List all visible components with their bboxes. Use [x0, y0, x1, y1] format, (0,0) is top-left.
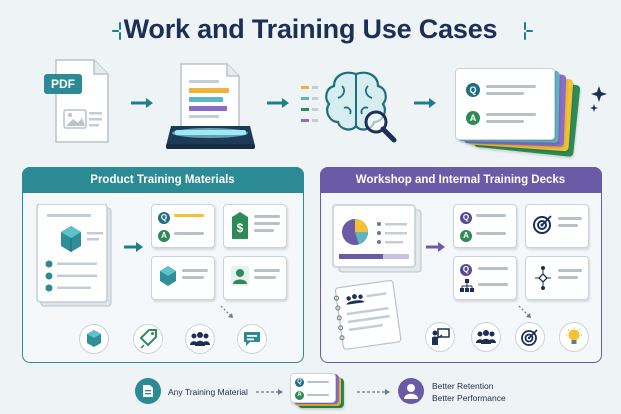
document-icon	[55, 59, 109, 143]
pdf-document: PDF	[42, 58, 110, 144]
answer-badge: A	[460, 230, 472, 242]
presentation-slide-icon	[332, 204, 422, 273]
arrow-down-right-icon	[518, 305, 531, 318]
answer-badge: A	[466, 111, 480, 125]
arrow-right-icon	[131, 98, 153, 108]
arrow-right-icon	[414, 98, 436, 108]
sparkle-icon	[590, 86, 607, 112]
workshop-training-panel: Workshop and Internal Training Decks	[319, 166, 602, 363]
org-chart-card: Q	[453, 256, 517, 300]
source-icon-circle	[135, 378, 161, 404]
dashed-arrow-icon	[256, 389, 283, 395]
sparkle-left-icon	[112, 22, 121, 40]
arrow-right-icon	[267, 98, 289, 108]
flowchart-icon	[535, 266, 551, 290]
slide-deck	[331, 204, 423, 274]
product-training-panel: Product Training Materials Q A	[21, 166, 304, 363]
goal-icon-circle	[515, 322, 545, 352]
qa-card-stack: Q A	[455, 68, 585, 158]
scanner-icon	[166, 63, 255, 149]
lightbulb-icon	[566, 327, 582, 344]
presenter-icon	[432, 328, 450, 345]
team-icon-circle	[185, 324, 215, 354]
pricing-card: $	[223, 204, 287, 248]
question-badge: Q	[460, 264, 472, 276]
answer-badge: A	[295, 391, 304, 400]
dashed-arrow-icon	[357, 389, 390, 395]
qa-card: Q A	[151, 204, 215, 248]
pdf-badge: PDF	[44, 74, 82, 94]
question-badge: Q	[295, 378, 304, 387]
price-tag-icon	[139, 329, 157, 349]
scanner	[163, 60, 258, 152]
document-icon	[143, 385, 153, 397]
svg-text:$: $	[237, 221, 244, 235]
goal-card	[525, 204, 589, 248]
sparkle-right-icon	[524, 22, 533, 40]
product-manual	[35, 203, 115, 308]
panel-heading: Product Training Materials	[21, 166, 304, 193]
question-badge: Q	[460, 212, 472, 224]
idea-icon-circle	[559, 322, 589, 352]
legend-source-label: Any Training Material	[168, 387, 248, 397]
manual-icon	[36, 203, 112, 307]
team-icon	[476, 330, 496, 344]
page-title: Work and Training Use Cases	[123, 14, 498, 44]
target-icon	[533, 215, 552, 234]
ai-brain	[298, 66, 408, 148]
presenter-icon-circle	[425, 322, 455, 352]
arrow-right-icon	[124, 242, 143, 252]
target-icon	[521, 329, 538, 346]
team-icon	[190, 332, 210, 346]
cube-icon	[87, 330, 101, 347]
hierarchy-icon	[460, 279, 474, 292]
mini-qa-stack: Q A	[290, 373, 346, 411]
question-badge: Q	[158, 212, 170, 224]
price-tag-icon: $	[232, 212, 248, 239]
product-card	[151, 256, 215, 300]
chat-icon	[244, 332, 260, 346]
outcome-icon-circle	[398, 378, 424, 404]
qa-card: Q A	[453, 204, 517, 248]
arrow-down-right-icon	[220, 305, 233, 318]
notebook-icon	[333, 279, 402, 350]
question-badge: Q	[466, 83, 480, 97]
brain-icon	[301, 71, 397, 143]
person-icon	[231, 266, 249, 286]
arrow-right-icon	[426, 242, 445, 252]
person-icon	[404, 384, 418, 399]
pricing-icon-circle	[133, 324, 163, 354]
chat-icon-circle	[237, 324, 267, 354]
team-icon-circle	[471, 322, 501, 352]
legend-outcome-line2: Better Performance	[432, 393, 506, 403]
notebook	[329, 276, 405, 352]
legend-outcome-line1: Better Retention	[432, 381, 494, 391]
contact-card	[223, 256, 287, 300]
product-icon-circle	[79, 324, 109, 354]
workflow-card	[525, 256, 589, 300]
panel-heading: Workshop and Internal Training Decks	[319, 166, 602, 193]
cube-icon	[160, 266, 176, 286]
answer-badge: A	[158, 230, 170, 242]
